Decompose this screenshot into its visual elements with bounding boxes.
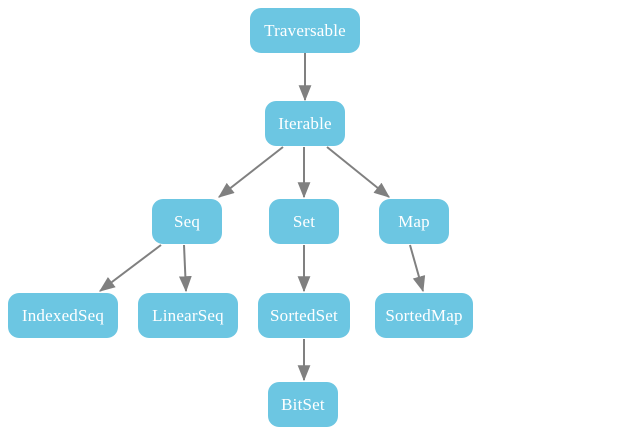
node-label-seq: Seq <box>173 211 201 231</box>
node-label-map: Map <box>398 211 430 231</box>
node-set[interactable]: Set <box>269 199 339 244</box>
node-label-bitset: BitSet <box>281 394 325 414</box>
node-label-sortedset: SortedSet <box>270 305 338 325</box>
node-label-indexedseq: IndexedSeq <box>21 305 105 325</box>
edges-group <box>99 53 426 382</box>
node-label-sortedmap: SortedMap <box>385 305 463 325</box>
node-traversable[interactable]: Traversable <box>250 8 360 53</box>
node-iterable[interactable]: Iterable <box>265 101 345 146</box>
edge-seq-linearseq <box>178 244 192 293</box>
edge-iterable-seq <box>218 146 284 198</box>
node-label-linearseq: LinearSeq <box>152 305 224 325</box>
node-map[interactable]: Map <box>379 199 449 244</box>
node-bitset[interactable]: BitSet <box>268 382 338 427</box>
node-sortedset[interactable]: SortedSet <box>258 293 350 338</box>
node-indexedseq[interactable]: IndexedSeq <box>8 293 118 338</box>
edge-seq-indexedseq <box>99 244 162 292</box>
node-label-iterable: Iterable <box>278 113 332 133</box>
node-label-traversable: Traversable <box>264 20 346 40</box>
node-sortedmap[interactable]: SortedMap <box>375 293 473 338</box>
node-linearseq[interactable]: LinearSeq <box>138 293 238 338</box>
node-seq[interactable]: Seq <box>152 199 222 244</box>
node-label-set: Set <box>292 211 316 231</box>
edge-iterable-map <box>326 146 390 198</box>
edge-map-sortedmap <box>409 244 426 293</box>
